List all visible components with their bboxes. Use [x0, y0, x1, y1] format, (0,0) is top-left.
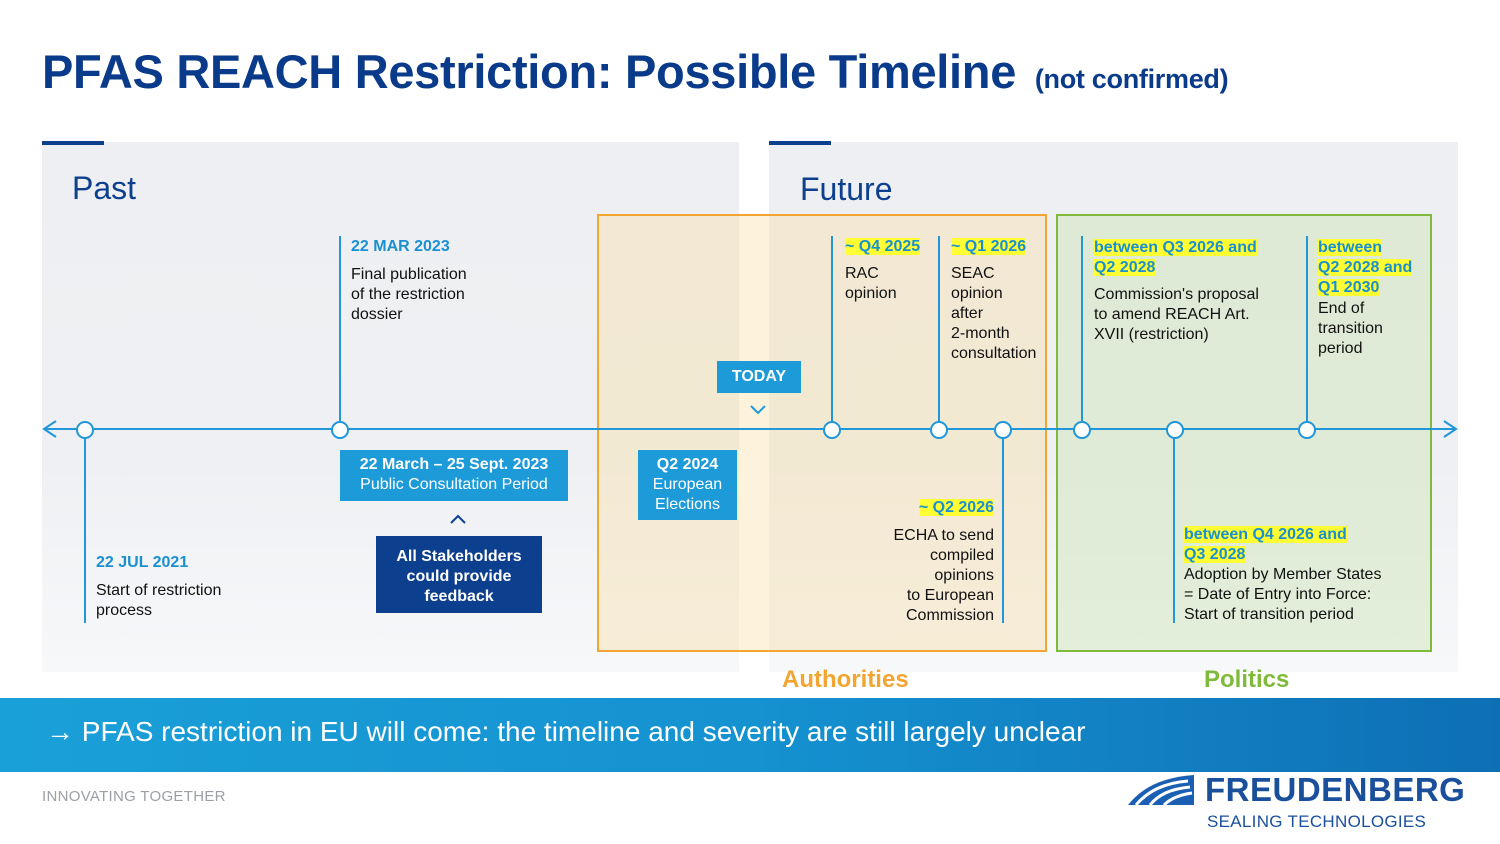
node-q1-2026 — [930, 421, 948, 439]
node-commission — [1073, 421, 1091, 439]
future-panel-bar — [769, 141, 831, 145]
node-mar2023 — [331, 421, 349, 439]
past-panel-bar — [42, 141, 104, 145]
conclusion-text: → PFAS restriction in EU will come: the … — [46, 716, 1086, 747]
tagline: INNOVATING TOGETHER — [42, 788, 226, 805]
authorities-box — [597, 214, 1047, 652]
connector-jul2021 — [84, 429, 86, 623]
axis-right-arrow — [1443, 420, 1458, 438]
connector-q4-2025 — [831, 236, 833, 429]
node-transition-end — [1298, 421, 1316, 439]
connector-transition-end — [1306, 236, 1308, 429]
conclusion-band — [0, 698, 1500, 772]
title-note: (not confirmed) — [1034, 64, 1229, 94]
event-mar2023-date: 22 MAR 2023 — [351, 238, 450, 255]
connector-mar2023 — [339, 236, 341, 429]
node-q4-2025 — [823, 421, 841, 439]
event-q1-2026-date: ~ Q1 2026 — [951, 238, 1027, 255]
page-title: PFAS REACH Restriction: Possible Timelin… — [42, 45, 1229, 98]
authorities-label: Authorities — [782, 666, 909, 693]
node-jul2021 — [76, 421, 94, 439]
chevron-up-icon — [450, 514, 466, 524]
past-heading: Past — [72, 170, 137, 206]
brand-name: FREUDENBERG — [1205, 771, 1466, 808]
brand-division: SEALING TECHNOLOGIES — [1207, 812, 1427, 831]
event-adoption-desc: Adoption by Member States= Date of Entry… — [1184, 566, 1382, 623]
event-jul2021-date: 22 JUL 2021 — [96, 554, 189, 571]
chevron-down-icon — [750, 405, 766, 415]
axis-left-arrow — [42, 420, 57, 438]
politics-label: Politics — [1204, 666, 1290, 693]
connector-adoption — [1173, 429, 1175, 623]
connector-q2-2026 — [1002, 429, 1004, 623]
event-q2-2026-date: ~ Q2 2026 — [918, 499, 994, 516]
future-panel — [769, 142, 1458, 672]
connector-q1-2026 — [938, 236, 940, 429]
event-q4-2025-date: ~ Q4 2025 — [845, 238, 921, 255]
node-adoption — [1166, 421, 1184, 439]
freudenberg-logo-icon — [1128, 775, 1194, 805]
future-heading: Future — [800, 171, 893, 207]
node-q2-2026 — [994, 421, 1012, 439]
today-marker: TODAY — [717, 361, 801, 393]
connector-commission — [1081, 236, 1083, 429]
